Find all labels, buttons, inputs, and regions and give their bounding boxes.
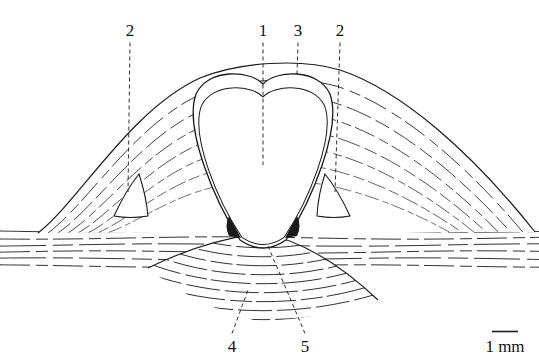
callout-number: 2 — [126, 22, 135, 39]
leader-line — [297, 43, 298, 75]
callout-number: 3 — [294, 22, 303, 39]
scale-bar — [492, 331, 518, 333]
callout-number: 5 — [301, 338, 310, 355]
leader-line — [335, 43, 340, 193]
callout-number: 1 — [259, 22, 268, 39]
leader-lines — [128, 43, 518, 334]
leader-line — [268, 246, 305, 334]
scale-label: 1 mm — [485, 338, 524, 355]
callout-number: 2 — [336, 22, 345, 39]
leader-line — [232, 290, 248, 334]
callout-number: 4 — [228, 338, 237, 355]
leader-line — [263, 43, 264, 166]
leader-line — [128, 43, 130, 193]
